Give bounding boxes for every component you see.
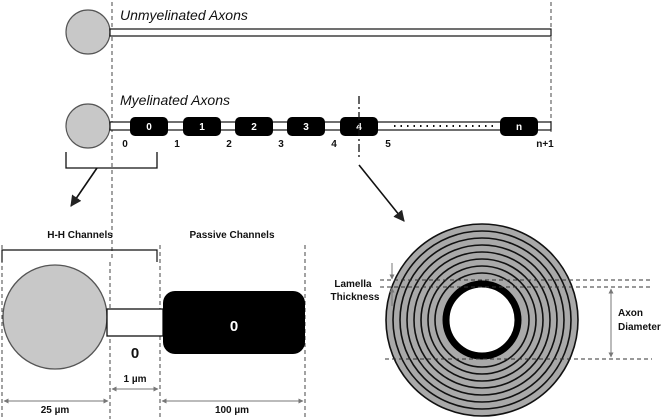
segment-label: 1 (199, 122, 205, 133)
dim-node-label: 1 µm (124, 374, 147, 385)
zoom-arrow-right (358, 164, 405, 222)
segment-label: 4 (356, 122, 362, 133)
myelinated-title: Myelinated Axons (120, 92, 230, 108)
unmyelinated-title: Unmyelinated Axons (120, 7, 248, 23)
detail-internode (163, 291, 305, 354)
node-number: n+1 (536, 139, 554, 150)
hh-bracket (1, 249, 158, 262)
segment-label: 2 (251, 122, 257, 133)
unmyelinated-axon-shaft (109, 28, 552, 37)
axon-core (442, 280, 522, 360)
segment-label: n (516, 122, 522, 133)
node-label: 0 (131, 345, 139, 362)
myelin-segment (235, 117, 273, 136)
segment-label: 3 (303, 122, 309, 133)
unmyelinated-soma (65, 9, 111, 55)
diameter-label: Diameter (618, 322, 661, 333)
myelin-ring (413, 251, 551, 389)
lamella-label: Lamella (334, 279, 372, 290)
dim-soma-label: 25 µm (41, 405, 70, 416)
segment-label: 0 (146, 122, 152, 133)
node-number: 4 (331, 139, 337, 150)
myelin-ring (392, 230, 572, 410)
myelin-segment (183, 117, 221, 136)
myelin-ring (420, 258, 544, 382)
myelinated-soma (65, 103, 111, 149)
myelin-segment (500, 117, 538, 136)
passive-channels-label: Passive Channels (189, 230, 274, 241)
node-number: 2 (226, 139, 232, 150)
detail-view: H-H Channels Passive Channels 0 0 1 µm 2… (1, 230, 306, 419)
soma-bracket (65, 152, 158, 169)
node-number: 5 (385, 139, 391, 150)
zoom-arrow-left (70, 167, 98, 207)
myelin-ring (406, 244, 558, 396)
myelin-segment (340, 117, 378, 136)
detail-soma (2, 264, 108, 370)
hh-channels-label: H-H Channels (47, 230, 113, 241)
detail-node (106, 308, 164, 337)
myelin-segment (287, 117, 325, 136)
myelin-ring (427, 265, 537, 375)
axon-label: Axon (618, 308, 643, 319)
myelin-segment (130, 117, 168, 136)
cross-section: Lamella Thickness Axon Diameter (331, 223, 661, 417)
unmyelinated-axon: Unmyelinated Axons (65, 2, 552, 258)
myelin-ring (399, 237, 565, 403)
thickness-label: Thickness (331, 292, 380, 303)
node-number: 3 (278, 139, 284, 150)
myelin-ring (434, 272, 530, 368)
node-number: 1 (174, 139, 180, 150)
myelinated-axon-shaft (109, 121, 552, 131)
internode-label: 0 (230, 318, 238, 335)
myelinated-axon: Myelinated Axons 0 1 2 3 4 n 0 1 2 3 4 5… (65, 92, 554, 158)
node-number: 0 (122, 139, 128, 150)
dim-internode-label: 100 µm (215, 405, 249, 416)
